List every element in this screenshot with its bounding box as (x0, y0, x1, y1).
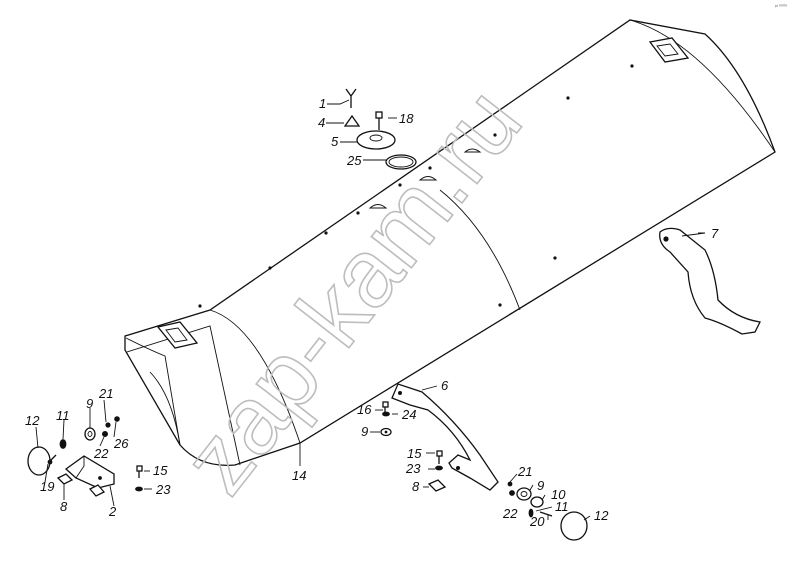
label-11-right: 11 (555, 499, 569, 514)
callout-labels: 1 4 5 18 25 7 6 16 24 9 14 15 23 8 21 9 … (25, 96, 719, 529)
label-16: 16 (357, 402, 372, 417)
part-18-bolt (375, 111, 383, 130)
part-9-spacer-right (516, 487, 532, 501)
rear-mount-pad (648, 37, 690, 63)
label-1: 1 (319, 96, 326, 111)
part-9-nut-center (380, 427, 392, 437)
label-18: 18 (399, 111, 414, 126)
part-7-rear-bracket (659, 227, 761, 335)
cover-holes (198, 64, 634, 308)
part-5-flange (356, 130, 396, 150)
label-19: 19 (40, 479, 54, 494)
part-23-washer-left (135, 486, 143, 492)
label-26: 26 (113, 436, 129, 451)
label-9-left: 9 (86, 396, 93, 411)
label-6: 6 (441, 378, 449, 393)
part-12-reflector-right (560, 511, 588, 541)
label-15-right: 15 (407, 446, 422, 461)
part-21-nut-right (507, 481, 513, 487)
part-20-bolt-right (539, 511, 553, 517)
part-19-bolt-left (47, 454, 57, 465)
label-14: 14 (292, 468, 306, 483)
label-5: 5 (331, 134, 339, 149)
part-8-clip-left-b (88, 484, 106, 497)
label-8-left: 8 (60, 499, 68, 514)
label-12-right: 12 (594, 508, 609, 523)
part-4-cap (343, 114, 361, 127)
label-12-left: 12 (25, 413, 40, 428)
label-21-right: 21 (517, 464, 532, 479)
label-22-left: 22 (93, 446, 109, 461)
label-22-right: 22 (502, 506, 518, 521)
label-2: 2 (108, 504, 117, 519)
label-24: 24 (401, 407, 416, 422)
part-11-screw-right (528, 508, 534, 518)
part-15-bolt-right (436, 450, 443, 464)
label-10: 10 (551, 487, 566, 502)
label-21-left: 21 (98, 386, 113, 401)
part-23-washer-right (435, 465, 443, 471)
corner-mark: ᵖᴵ ⁰⁰⁰⁰ (775, 4, 787, 10)
part-1-antenna (345, 88, 357, 108)
main-cover (124, 19, 776, 466)
label-8-right: 8 (412, 479, 420, 494)
label-20: 20 (529, 514, 545, 529)
part-6-front-bracket (391, 383, 499, 491)
part-2-bracket-left (64, 455, 115, 489)
label-9-right: 9 (537, 478, 544, 493)
part-25-ring (385, 154, 417, 170)
label-11-left: 11 (56, 408, 70, 423)
part-24-washer (382, 411, 390, 417)
part-26-nut (114, 416, 120, 422)
leader-lines (35, 99, 706, 521)
front-mount-pad (156, 321, 199, 349)
label-4: 4 (318, 115, 325, 130)
part-8-clip-right (427, 479, 447, 492)
part-22-washer-left (102, 430, 109, 437)
part-8-clip-left-a (56, 473, 74, 485)
part-21-nut-left (105, 422, 111, 428)
label-23-left: 23 (155, 482, 171, 497)
label-23-right: 23 (405, 461, 421, 476)
watermark: zap-kam.ru (162, 69, 542, 513)
part-15-bolt-left (136, 465, 143, 478)
label-9-center: 9 (361, 424, 368, 439)
label-15-left: 15 (153, 463, 168, 478)
part-10-gasket (530, 496, 544, 508)
label-25: 25 (346, 153, 362, 168)
part-11-screw-left (59, 439, 67, 449)
part-22-washer-right (509, 490, 515, 496)
label-7: 7 (711, 226, 719, 241)
part-9-spacer-left (84, 427, 96, 441)
